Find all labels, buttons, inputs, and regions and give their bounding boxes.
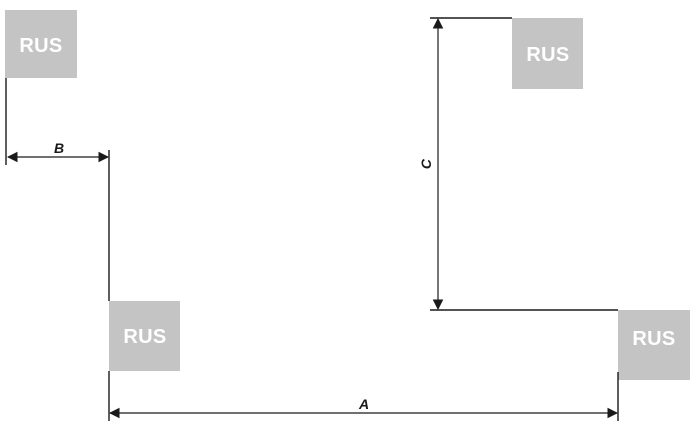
rus-box-top-right-label: RUS — [526, 44, 569, 66]
rus-box-top-right: RUS — [512, 18, 583, 89]
rus-box-top-left: RUS — [5, 10, 77, 78]
rus-box-mid-left-label: RUS — [123, 326, 166, 348]
rus-box-mid-left-shape — [109, 301, 180, 371]
rus-box-top-left-label: RUS — [19, 35, 62, 57]
rus-box-mid-left: RUS — [109, 301, 180, 371]
dimension-a-label: A — [358, 396, 369, 412]
dimension-c: C — [418, 17, 444, 311]
rus-box-bottom-right-label: RUS — [632, 328, 675, 350]
rus-box-bottom-right-shape — [618, 310, 690, 380]
dimension-a: A — [108, 396, 619, 419]
rus-box-bottom-right: RUS — [618, 310, 690, 380]
dimension-b-label: B — [54, 140, 64, 156]
rus-box-top-right-shape — [512, 18, 583, 89]
rus-box-top-left-shape — [5, 10, 77, 78]
dimension-c-label: C — [418, 158, 434, 169]
dimension-b: B — [6, 140, 110, 163]
